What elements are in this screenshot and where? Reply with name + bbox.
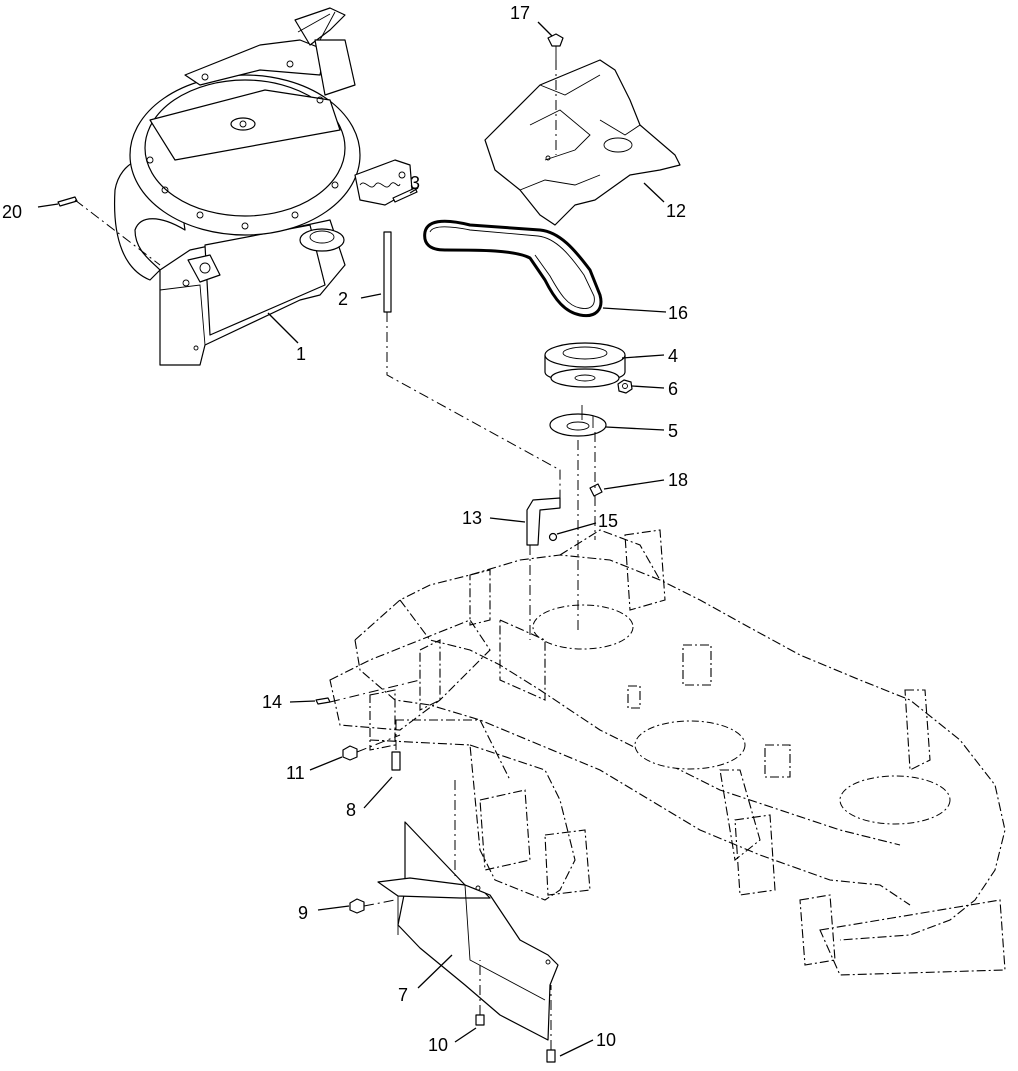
callout-9: 9 <box>298 903 308 923</box>
callout-5: 5 <box>668 421 678 441</box>
hardware-17 <box>589 483 603 497</box>
rod-2 <box>383 231 392 313</box>
nut-11 <box>342 745 358 761</box>
leader-lines <box>37 21 667 1057</box>
callout-11: 11 <box>286 763 305 783</box>
screw-18 <box>547 33 564 60</box>
callout-18: 17 <box>510 3 530 23</box>
callout-8: 8 <box>346 800 356 820</box>
belt-cover <box>484 59 681 226</box>
callout-13: 13 <box>462 508 482 528</box>
bolt-10a <box>475 1014 485 1026</box>
callout-20: 20 <box>2 202 22 222</box>
hardware-15 <box>548 532 558 542</box>
bolt-14 <box>315 697 331 705</box>
callout-15: 15 <box>598 511 618 531</box>
callout-10-right: 10 <box>596 1030 616 1050</box>
callout-4: 4 <box>668 346 678 366</box>
mower-deck <box>329 529 1006 976</box>
pin-3 <box>392 187 418 203</box>
callout-2: 2 <box>338 289 348 309</box>
pto-pulley <box>544 342 626 388</box>
callout-1: 1 <box>296 344 306 364</box>
belt <box>423 219 603 318</box>
bolt-8 <box>391 751 401 771</box>
idler-arm <box>526 497 561 546</box>
callout-14: 14 <box>262 692 282 712</box>
bolt-10b <box>546 1049 556 1063</box>
callout-16: 16 <box>668 303 688 323</box>
assembly-lines <box>74 60 596 1050</box>
discharge-chute <box>377 821 559 1041</box>
nut-9 <box>349 898 365 914</box>
callout-6: 6 <box>668 379 678 399</box>
spacer-plate <box>549 405 607 437</box>
callout-10-left: 10 <box>428 1035 448 1055</box>
pin-20 <box>57 196 78 207</box>
callout-17: 18 <box>668 470 688 490</box>
callout-7: 7 <box>398 985 408 1005</box>
nut <box>617 379 633 394</box>
blower-assembly <box>113 7 413 366</box>
callout-3: 3 <box>410 173 420 193</box>
callout-12: 12 <box>666 201 686 221</box>
